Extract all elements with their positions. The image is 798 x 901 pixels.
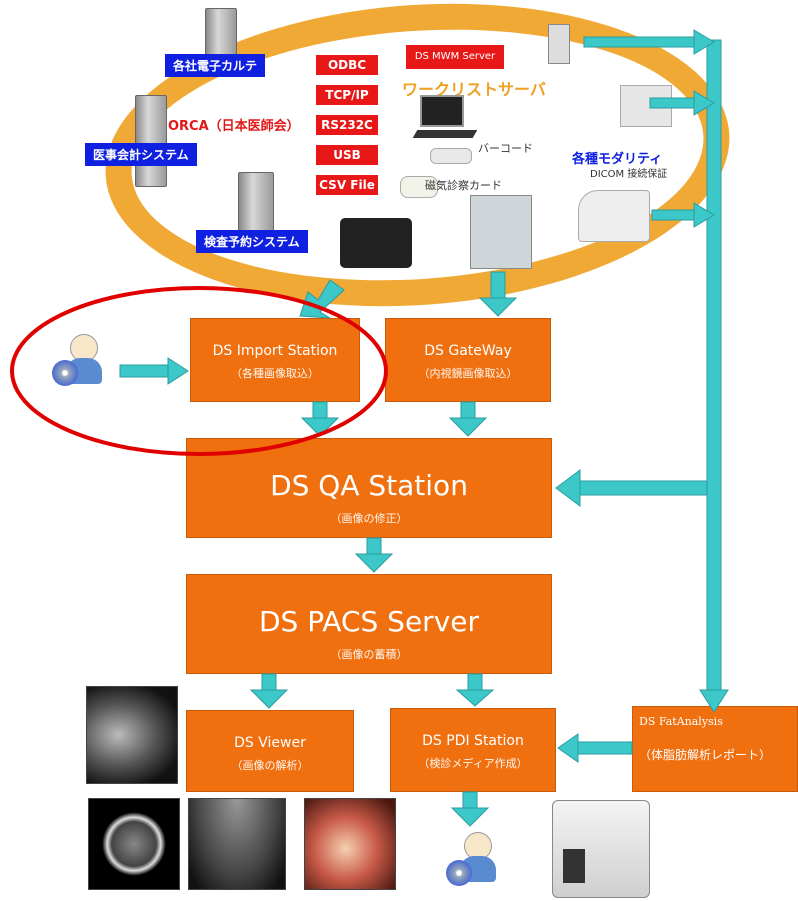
qa-station-box[interactable]: DS QA Station （画像の修正） bbox=[186, 438, 552, 538]
protocol-rs232c: RS232C bbox=[316, 115, 378, 135]
ultrasound-image bbox=[188, 798, 286, 890]
system-label-ehr: 各社電子カルテ bbox=[165, 54, 266, 77]
user-cd-icon bbox=[48, 332, 118, 390]
pacs-server-title: DS PACS Server bbox=[258, 605, 480, 638]
monitor-icon bbox=[420, 95, 464, 127]
highlight-circle bbox=[10, 286, 388, 456]
viewer-box[interactable]: DS Viewer （画像の解析） bbox=[186, 710, 354, 792]
system-label-reservation: 検査予約システム bbox=[196, 230, 308, 253]
camera-icon bbox=[340, 218, 412, 268]
ct-scanner-icon bbox=[578, 190, 650, 242]
brain-ct-image bbox=[88, 798, 180, 890]
viewer-subtitle: （画像の解析） bbox=[231, 759, 309, 772]
card-reader-icon bbox=[400, 176, 438, 198]
fat-analysis-title: DS FatAnalysis bbox=[639, 715, 723, 728]
modality-device-icon bbox=[548, 24, 570, 64]
import-station-subtitle: （各種画像取込） bbox=[231, 367, 319, 380]
barcode-label: バーコード bbox=[478, 142, 533, 155]
chest-xray-image bbox=[86, 686, 178, 784]
worklist-server-label: ワークリストサーバ bbox=[402, 80, 546, 99]
qa-station-title: DS QA Station bbox=[270, 469, 468, 502]
endoscopy-image bbox=[304, 798, 396, 890]
viewer-title: DS Viewer bbox=[234, 735, 306, 751]
pdi-station-box[interactable]: DS PDI Station （検診メディア作成） bbox=[390, 708, 556, 792]
pacs-server-subtitle: （画像の蓄積） bbox=[330, 648, 408, 661]
import-station-box[interactable]: DS Import Station （各種画像取込） bbox=[190, 318, 360, 402]
user-cd-icon-bottom bbox=[442, 830, 512, 890]
orca-server-icon bbox=[135, 95, 167, 187]
qa-station-subtitle: （画像の修正） bbox=[330, 512, 408, 525]
import-station-title: DS Import Station bbox=[212, 343, 338, 359]
mwm-server-label: DS MWM Server bbox=[406, 45, 504, 69]
magnetic-card-label: 磁気診察カード bbox=[425, 179, 502, 192]
pacs-server-box[interactable]: DS PACS Server （画像の蓄積） bbox=[186, 574, 552, 674]
modality-subtitle: DICOM 接続保証 bbox=[590, 169, 668, 180]
pdi-station-subtitle: （検診メディア作成） bbox=[418, 757, 528, 770]
system-label-orca: ORCA（日本医師会） bbox=[168, 119, 300, 134]
system-label-accounting: 医事会計システム bbox=[85, 143, 197, 166]
protocol-usb: USB bbox=[316, 145, 378, 165]
protocol-csv: CSV File bbox=[316, 175, 378, 195]
gateway-title: DS GateWay bbox=[424, 343, 512, 359]
protocol-odbc: ODBC bbox=[316, 55, 378, 75]
protocol-tcpip: TCP/IP bbox=[316, 85, 378, 105]
fat-analysis-subtitle: （体脂肪解析レポート） bbox=[639, 748, 772, 762]
disc-publisher-icon bbox=[552, 800, 650, 898]
endoscope-icon bbox=[470, 195, 532, 269]
gateway-subtitle: （内視鏡画像取込） bbox=[418, 367, 518, 380]
gateway-box[interactable]: DS GateWay （内視鏡画像取込） bbox=[385, 318, 551, 402]
modality-title: 各種モダリティ bbox=[572, 152, 663, 167]
barcode-reader-icon bbox=[430, 148, 472, 164]
pdi-station-title: DS PDI Station bbox=[422, 733, 524, 749]
